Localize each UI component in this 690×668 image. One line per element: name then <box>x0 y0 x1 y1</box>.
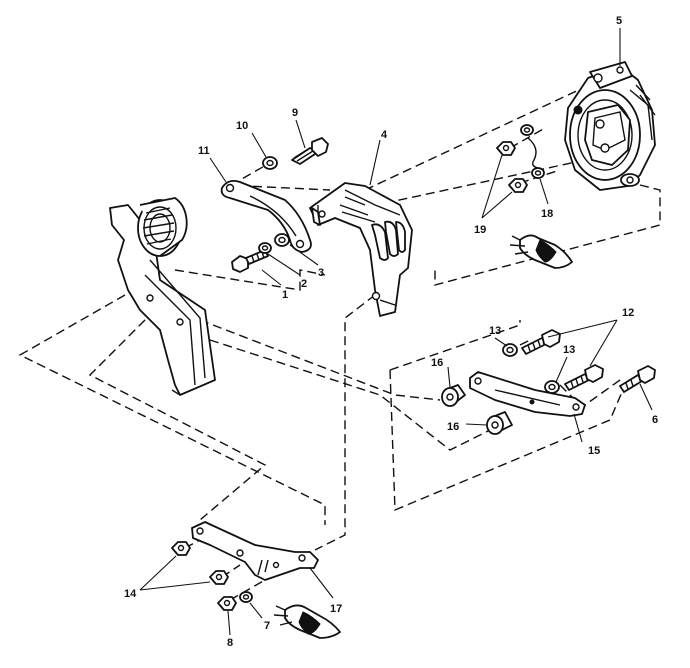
callout-1: 1 <box>282 289 288 301</box>
bolt-12-upper <box>521 329 561 355</box>
nut-19-lower <box>508 178 528 193</box>
spacer-16-upper <box>441 384 466 407</box>
pointing-hand-icon <box>509 234 573 269</box>
nut-19-upper <box>496 141 516 156</box>
callout-16-upper: 16 <box>431 357 443 369</box>
spacer-16-lower <box>486 411 513 435</box>
callout-18: 18 <box>541 208 553 220</box>
adjusting-arm-11 <box>220 179 312 253</box>
nut-14-lower <box>209 570 229 585</box>
callout-2: 2 <box>301 278 307 290</box>
callout-3: 3 <box>318 267 324 279</box>
callout-15: 15 <box>588 445 600 457</box>
pulley-mounting-plate <box>109 197 216 396</box>
washer-10 <box>262 156 278 170</box>
callout-4: 4 <box>381 129 388 141</box>
bolt-6 <box>619 365 656 393</box>
leader-lines <box>139 28 653 636</box>
bolt-12-lower <box>564 364 604 391</box>
callout-8: 8 <box>227 637 233 649</box>
callout-9: 9 <box>292 107 298 119</box>
washer-13-upper <box>502 343 518 357</box>
alternator-5 <box>564 61 656 191</box>
callout-labels: 1 2 3 4 5 6 7 8 9 10 11 12 13 13 14 15 1… <box>124 15 658 649</box>
pointing-hand-icon <box>273 604 341 639</box>
callout-14: 14 <box>124 588 137 600</box>
wire-18 <box>527 137 539 169</box>
callout-11: 11 <box>198 145 210 157</box>
washer-18-lower <box>531 167 545 179</box>
washer-18-upper <box>520 124 534 136</box>
brace-15 <box>469 371 586 417</box>
callout-17: 17 <box>330 603 342 615</box>
callout-6: 6 <box>652 414 658 426</box>
bracket-17 <box>191 521 319 581</box>
callout-10: 10 <box>236 120 248 132</box>
nut-8 <box>217 596 237 611</box>
callout-7: 7 <box>264 620 270 632</box>
callout-19: 19 <box>474 224 486 236</box>
bracket-slots <box>339 196 406 261</box>
callout-13-upper: 13 <box>489 325 501 337</box>
washer-13-lower <box>544 380 560 394</box>
washer-3 <box>274 233 290 247</box>
slotted-bracket-4 <box>309 182 413 317</box>
callout-12: 12 <box>622 307 634 319</box>
nut-14-upper <box>171 541 191 556</box>
lockwasher-2 <box>258 242 272 254</box>
assembly-centerlines <box>18 79 661 601</box>
pulley <box>137 197 188 257</box>
callout-16-lower: 16 <box>447 421 459 433</box>
callout-13-lower: 13 <box>563 344 575 356</box>
callout-5: 5 <box>616 15 622 27</box>
bolt-1 <box>231 249 269 273</box>
washer-7 <box>239 591 253 603</box>
bolt-9 <box>291 137 329 165</box>
